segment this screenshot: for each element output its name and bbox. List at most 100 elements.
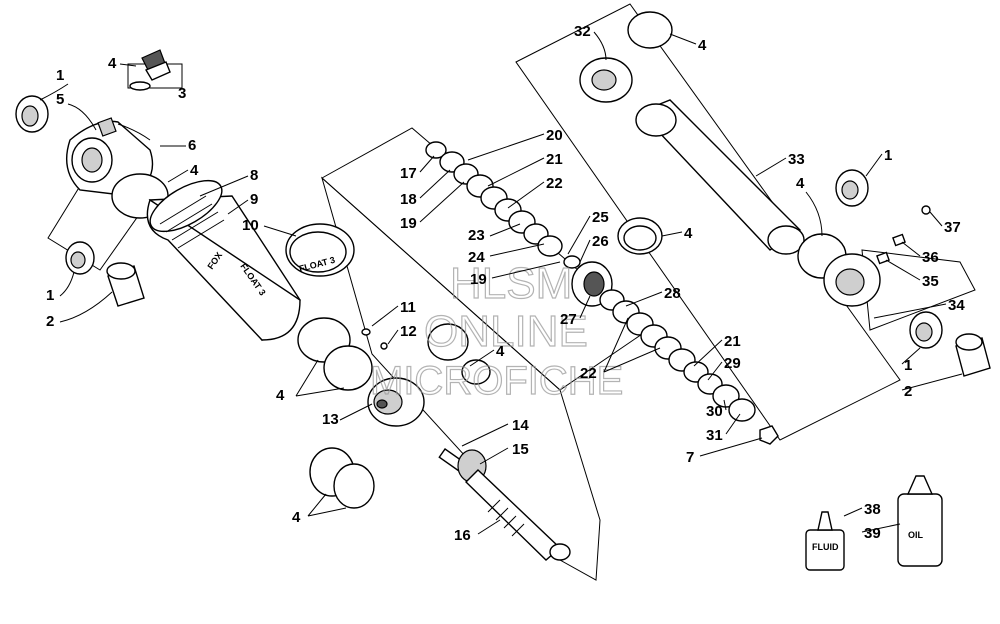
callout-number: 13 xyxy=(322,411,339,428)
callout-number: 10 xyxy=(242,217,259,234)
seal-ring-4 xyxy=(461,359,491,385)
seal-ring-3 xyxy=(427,323,469,361)
callout-number: 32 xyxy=(574,23,591,40)
leader-line xyxy=(419,169,451,199)
leader-line xyxy=(477,519,501,535)
leader-line xyxy=(901,347,921,365)
eyelet-bushing-top xyxy=(15,95,49,133)
spacer-right xyxy=(955,333,991,377)
callout-number: 16 xyxy=(454,527,471,544)
callout-number: 1 xyxy=(884,147,892,164)
leader-line xyxy=(461,423,509,447)
leader-line xyxy=(489,243,545,257)
group-box-cap xyxy=(861,249,976,331)
leader-line xyxy=(307,493,347,517)
leader-line xyxy=(371,305,399,327)
callout-number: 4 xyxy=(684,225,693,242)
callout-number: 21 xyxy=(724,333,741,350)
leader-line xyxy=(725,413,741,435)
leader-lines xyxy=(39,31,963,535)
leader-line xyxy=(625,291,663,307)
callout-number: 20 xyxy=(546,127,563,144)
dot-11 xyxy=(361,328,371,336)
callout-number: 38 xyxy=(864,501,881,518)
watermark-line-3: MICROFICHE xyxy=(370,359,623,403)
leader-line xyxy=(603,317,661,373)
callout-number: 14 xyxy=(512,417,529,434)
callout-number: 17 xyxy=(400,165,417,182)
callout-number: 27 xyxy=(560,311,577,328)
leader-line xyxy=(901,241,921,257)
leader-line xyxy=(593,31,607,61)
part-37 xyxy=(921,205,931,215)
leader-line xyxy=(929,211,943,227)
leader-line xyxy=(339,403,373,421)
leader-line xyxy=(507,181,545,209)
callout-number: 21 xyxy=(546,151,563,168)
reservoir-end-cap xyxy=(823,253,881,307)
oil-bottle-label: OIL xyxy=(908,530,924,540)
reservoir-cap-32 xyxy=(579,57,633,103)
o-ring-small xyxy=(129,81,151,91)
callout-number: 22 xyxy=(580,365,597,382)
leader-line xyxy=(699,437,763,457)
group-box-piston xyxy=(321,176,601,581)
callout-number: 6 xyxy=(188,137,196,154)
callout-number: 34 xyxy=(948,297,965,314)
callout-number: 1 xyxy=(56,67,64,84)
leader-line xyxy=(861,523,901,533)
callout-number: 11 xyxy=(400,299,416,316)
leader-line xyxy=(707,361,723,381)
callout-number: 2 xyxy=(46,313,54,330)
leader-line xyxy=(901,373,963,391)
callout-number: 23 xyxy=(468,227,485,244)
leader-line xyxy=(489,223,521,237)
eyelet-bushing-right-top xyxy=(835,169,869,207)
callout-number: 19 xyxy=(400,215,417,232)
leader-line xyxy=(119,63,137,67)
callout-number: 31 xyxy=(706,427,723,444)
leader-line xyxy=(579,239,591,263)
leader-line xyxy=(199,175,249,197)
shim-stack-lower xyxy=(599,289,756,422)
leader-line xyxy=(843,507,863,517)
leader-line xyxy=(873,303,947,319)
callout-number: 4 xyxy=(190,162,199,179)
callout-number: 4 xyxy=(496,343,505,360)
callout-number: 39 xyxy=(864,525,881,542)
callout-number: 15 xyxy=(512,441,529,458)
leader-line xyxy=(579,295,591,319)
leader-line xyxy=(693,339,723,367)
callout-number: 19 xyxy=(470,271,487,288)
callout-number: 4 xyxy=(796,175,805,192)
callout-number: 35 xyxy=(922,273,939,290)
valve-cap xyxy=(141,49,171,81)
leader-line xyxy=(885,259,921,281)
leader-line xyxy=(491,261,561,279)
callout-number: 5 xyxy=(56,91,64,108)
callout-number: 4 xyxy=(108,55,117,72)
seal-ring-6 xyxy=(333,463,375,509)
callout-number: 2 xyxy=(904,383,912,400)
leader-line xyxy=(263,225,297,237)
leader-line xyxy=(469,349,495,367)
leader-line xyxy=(227,199,249,215)
callout-number: 1 xyxy=(904,357,912,374)
callout-number: 33 xyxy=(788,151,805,168)
piston-assembly xyxy=(367,377,425,427)
leader-line xyxy=(419,155,435,173)
dot-12 xyxy=(380,342,388,350)
watermark-line-1: HLSM xyxy=(450,259,572,308)
callout-number: 4 xyxy=(292,509,301,526)
callout-number: 3 xyxy=(178,85,186,102)
group-box-reservoir xyxy=(515,3,901,441)
seal-ring-2 xyxy=(323,345,373,391)
callout-number: 25 xyxy=(592,209,609,226)
leader-line xyxy=(39,83,69,101)
leader-line xyxy=(419,181,465,223)
leader-line xyxy=(467,133,545,161)
watermark-line-2: ONLINE xyxy=(424,307,588,356)
callout-number: 1 xyxy=(46,287,54,304)
